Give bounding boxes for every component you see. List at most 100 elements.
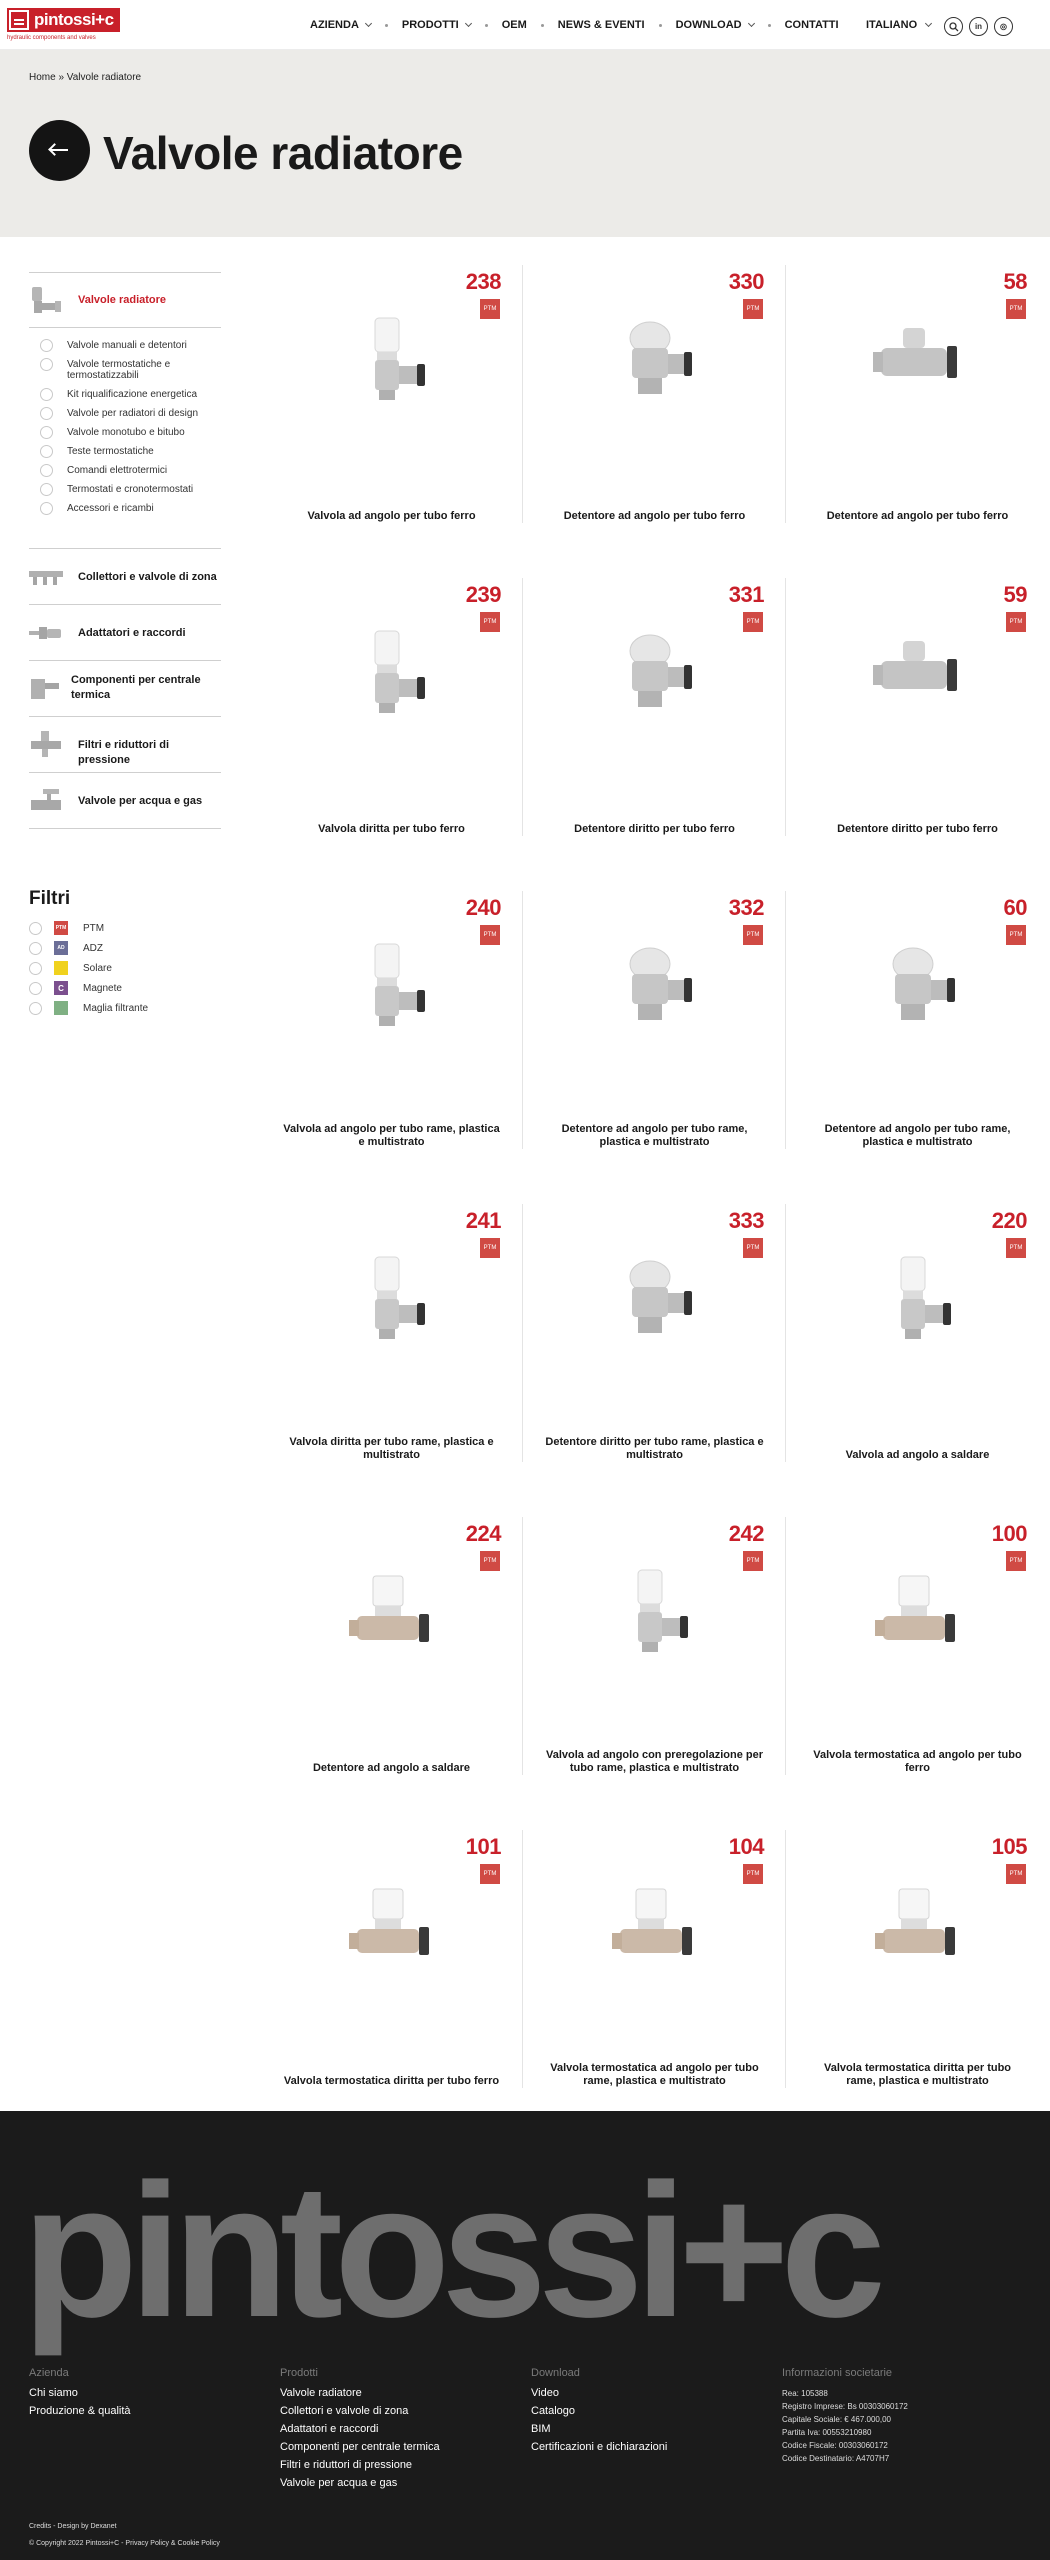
product-name[interactable]: Valvola ad angolo per tubo ferro <box>307 510 476 522</box>
product-image[interactable] <box>600 1875 710 1975</box>
product-image[interactable] <box>337 310 447 410</box>
footer-link[interactable]: Adattatori e raccordi <box>280 2423 379 2435</box>
brand-logo[interactable]: pintossi+c hydraulic components and valv… <box>7 8 120 41</box>
breadcrumb[interactable]: Home » Valvole radiatore <box>29 72 142 83</box>
radio-button[interactable] <box>40 464 53 477</box>
footer-link[interactable]: Chi siamo <box>29 2387 78 2399</box>
nav-item-azienda[interactable]: AZIENDA <box>310 19 372 31</box>
product-name[interactable]: Detentore diritto per tubo ferro <box>574 823 735 835</box>
nav-item-oem[interactable]: OEM <box>502 19 527 31</box>
radio-button[interactable] <box>29 961 42 975</box>
back-button[interactable] <box>29 120 90 181</box>
product-name[interactable]: Valvola termostatica ad angolo per tubo … <box>550 2062 759 2087</box>
footer-credits[interactable]: Credits - Design by Dexanet <box>29 2523 117 2530</box>
product-name[interactable]: Detentore ad angolo per tubo rame, plast… <box>824 1123 1011 1148</box>
radio-button[interactable] <box>29 921 42 935</box>
product-image[interactable] <box>600 1562 710 1662</box>
subcategory-item[interactable]: Kit riqualificazione energetica <box>29 388 221 401</box>
subcategory-item[interactable]: Valvole manuali e detentori <box>29 339 221 352</box>
footer-link[interactable]: Collettori e valvole di zona <box>280 2405 409 2417</box>
product-image[interactable] <box>863 623 973 723</box>
product-image[interactable] <box>863 1249 973 1349</box>
language-selector[interactable]: ITALIANO <box>866 0 933 50</box>
subcategory-item[interactable]: Accessori e ricambi <box>29 502 221 515</box>
subcategory-item[interactable]: Valvole monotubo e bitubo <box>29 426 221 439</box>
category-filtri-riduttori[interactable]: Filtri e riduttori di pressione <box>29 716 221 772</box>
product-name[interactable]: Valvola ad angolo a saldare <box>845 1449 990 1461</box>
radio-button[interactable] <box>29 941 42 955</box>
product-image[interactable] <box>337 936 447 1036</box>
product-image[interactable] <box>600 936 710 1036</box>
subcategory-item[interactable]: Comandi elettrotermici <box>29 464 221 477</box>
category-active-valvole-radiatore[interactable]: Valvole radiatore <box>29 272 221 328</box>
product-name[interactable]: Valvola diritta per tubo ferro <box>318 823 465 835</box>
radio-button[interactable] <box>29 1001 42 1015</box>
product-image[interactable] <box>337 1562 447 1662</box>
radio-button[interactable] <box>29 981 42 995</box>
filter-solare[interactable]: Solare <box>29 961 112 975</box>
product-image[interactable] <box>337 623 447 723</box>
radio-button[interactable] <box>40 483 53 496</box>
footer-copyright[interactable]: © Copyright 2022 Pintossi+C - Privacy Po… <box>29 2540 220 2547</box>
product-image[interactable] <box>600 310 710 410</box>
footer-link[interactable]: Componenti per centrale termica <box>280 2441 440 2453</box>
footer-link[interactable]: Produzione & qualità <box>29 2405 131 2417</box>
subcategory-item[interactable]: Termostati e cronotermostati <box>29 483 221 496</box>
footer-link[interactable]: Video <box>531 2387 559 2399</box>
product-image[interactable] <box>337 1249 447 1349</box>
radio-button[interactable] <box>40 358 53 371</box>
radio-button[interactable] <box>40 445 53 458</box>
product-image[interactable] <box>863 310 973 410</box>
radio-button[interactable] <box>40 426 53 439</box>
search-icon[interactable] <box>944 17 963 36</box>
filter-maglia-filtrante[interactable]: Maglia filtrante <box>29 1001 148 1015</box>
product-name[interactable]: Detentore ad angolo per tubo ferro <box>826 510 1009 522</box>
footer-link[interactable]: Catalogo <box>531 2405 576 2417</box>
product-name[interactable]: Valvola ad angolo per tubo rame, plastic… <box>283 1123 500 1148</box>
product-image[interactable] <box>863 936 973 1036</box>
subcategory-item[interactable]: Valvole termostatiche e termostatizzabil… <box>29 358 221 381</box>
product-image[interactable] <box>863 1875 973 1975</box>
category-acqua-gas[interactable]: Valvole per acqua e gas <box>29 772 221 828</box>
footer-link[interactable]: Certificazioni e dichiarazioni <box>531 2441 668 2453</box>
product-name[interactable]: Valvola termostatica ad angolo per tubo … <box>813 1749 1022 1774</box>
product-image[interactable] <box>863 1562 973 1662</box>
product-name[interactable]: Detentore diritto per tubo ferro <box>837 823 998 835</box>
product-name[interactable]: Valvola termostatica diritta per tubo ra… <box>823 2062 1012 2087</box>
product-name[interactable]: Valvola ad angolo con preregolazione per… <box>546 1749 763 1774</box>
subcategory-item[interactable]: Teste termostatiche <box>29 445 221 458</box>
product-name[interactable]: Detentore ad angolo a saldare <box>312 1762 471 1774</box>
radio-button[interactable] <box>40 339 53 352</box>
category-componenti-centrale[interactable]: Componenti per centrale termica <box>29 660 221 716</box>
nav-item-download[interactable]: DOWNLOAD <box>676 19 755 31</box>
product-name[interactable]: Detentore ad angolo per tubo rame, plast… <box>561 1123 748 1148</box>
instagram-icon[interactable]: ◎ <box>994 17 1013 36</box>
product-name[interactable]: Valvola diritta per tubo rame, plastica … <box>289 1436 494 1461</box>
linkedin-icon[interactable]: in <box>969 17 988 36</box>
radio-button[interactable] <box>40 388 53 401</box>
nav-item-news-eventi[interactable]: NEWS & EVENTI <box>558 19 645 31</box>
footer-link[interactable]: Valvole radiatore <box>280 2387 362 2399</box>
product-name[interactable]: Detentore diritto per tubo rame, plastic… <box>545 1436 764 1461</box>
product-name[interactable]: Detentore ad angolo per tubo ferro <box>563 510 746 522</box>
nav-item-prodotti[interactable]: PRODOTTI <box>402 19 472 31</box>
